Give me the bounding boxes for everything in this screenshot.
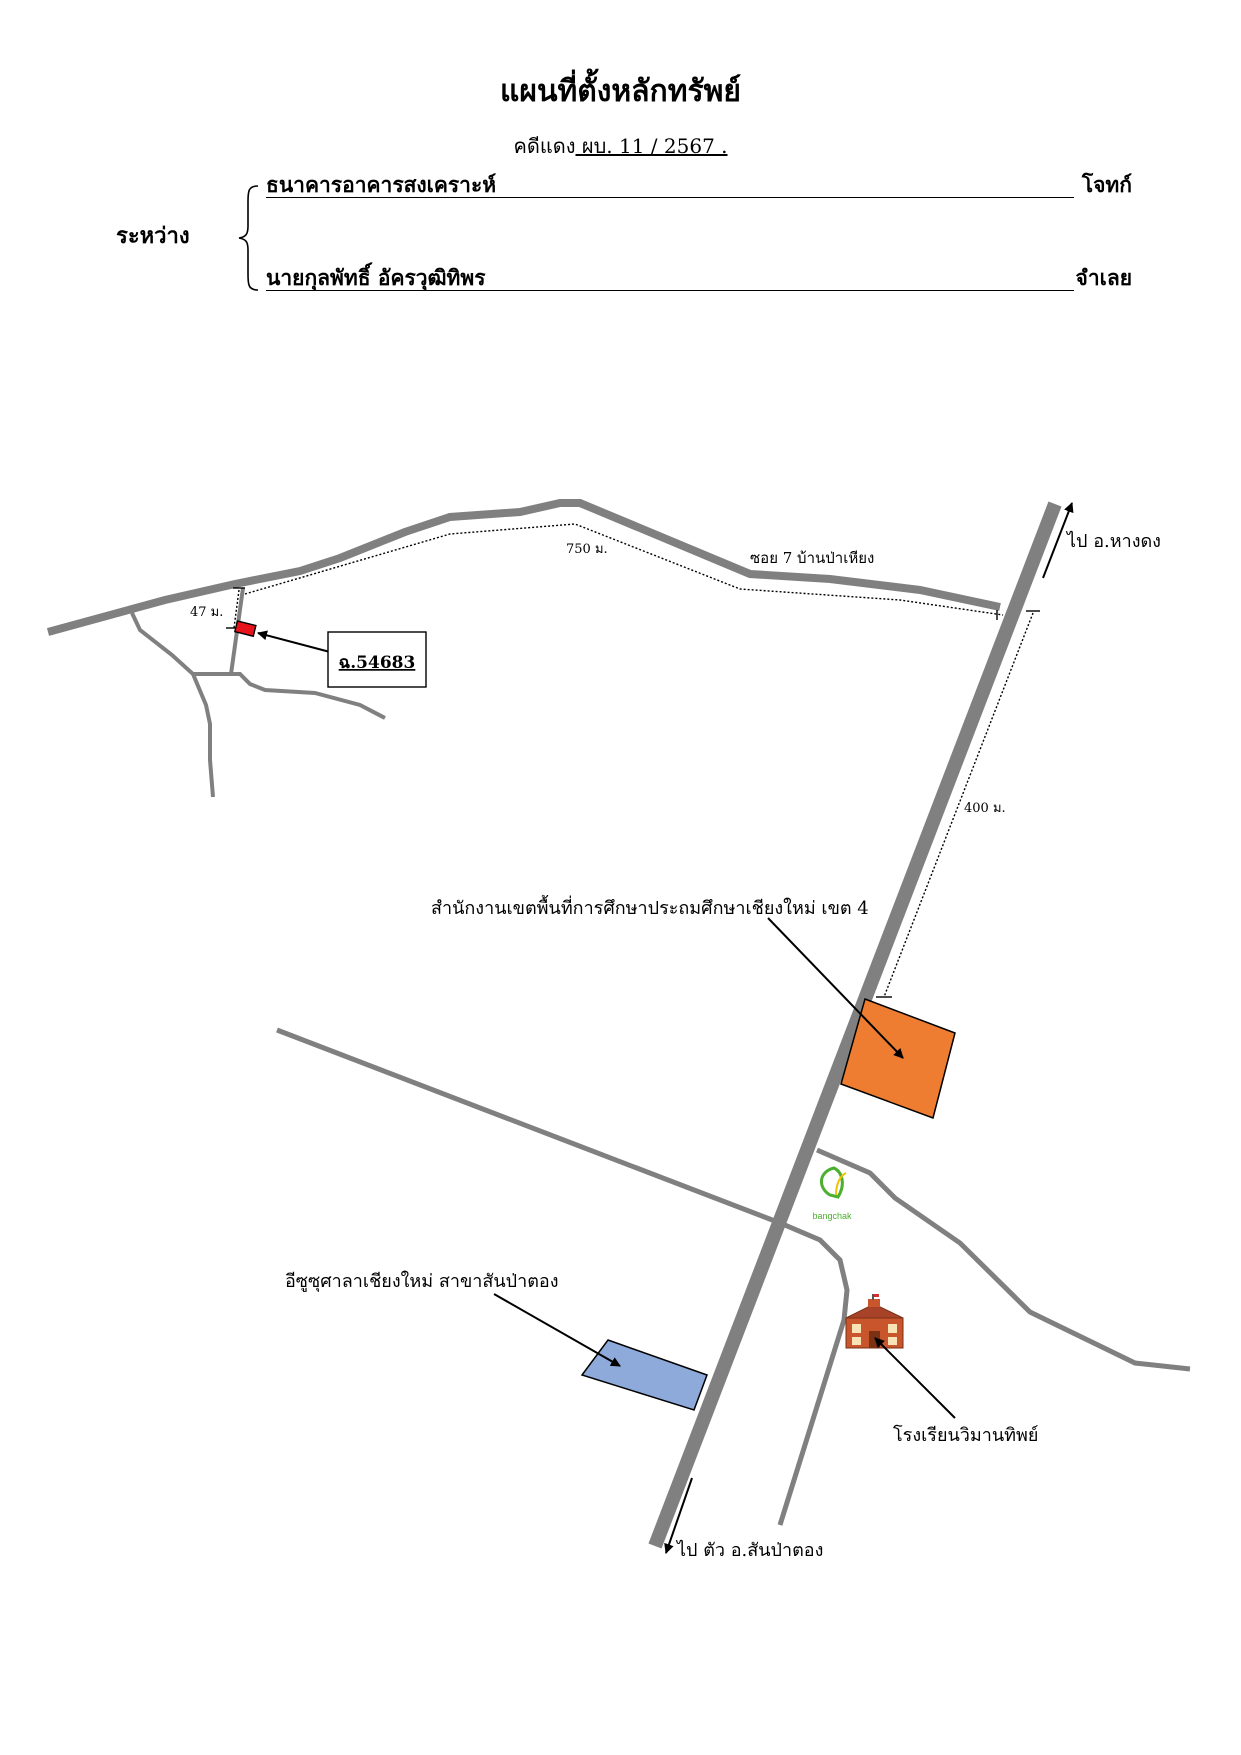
plaintiff-role: โจทก์ — [1081, 172, 1132, 197]
school-arrow — [874, 1337, 956, 1419]
label-47m: 47 ม. — [190, 605, 223, 620]
education-office-arrow — [767, 917, 904, 1059]
road-cross-west — [276, 1027, 850, 1526]
plaintiff-name: ธนาคารอาคารสงเคราะห์ — [266, 172, 497, 197]
bangchak-logo-icon: bangchak — [812, 1166, 852, 1221]
school-label: โรงเรียนวิมานทิพย์ — [893, 1424, 1038, 1446]
page-title: แผนที่ตั้งหลักทรัพย์ — [500, 74, 741, 109]
label-750m: 750 ม. — [566, 542, 608, 557]
deed-arrow — [257, 630, 331, 653]
deed-number: ฉ.54683 — [339, 653, 416, 673]
defendant-name: นายกุลพัทธิ์ อัครวุฒิทิพร — [266, 265, 486, 290]
arrow-to-sanpatong — [664, 1477, 693, 1554]
case-line: คดีแดง ผบ. 11 / 2567 . — [0, 130, 1241, 162]
between-label: ระหว่าง — [116, 223, 190, 249]
isuzu-label: อีซูซุศาลาเชียงใหม่ สาขาสันป่าตอง — [285, 1270, 558, 1292]
case-label: คดีแดง — [513, 134, 576, 158]
road-soi7 — [46, 499, 1001, 636]
road-side-left — [130, 612, 215, 798]
isuzu-arrow — [493, 1293, 621, 1367]
property-marker — [233, 620, 257, 638]
label-soi7: ซอย 7 บ้านป่าเหียง — [750, 549, 874, 567]
bangchak-text: bangchak — [812, 1211, 852, 1221]
label-400m: 400 ม. — [964, 801, 1006, 816]
defendant-role: จำเลย — [1075, 265, 1132, 290]
distance-line-400 — [883, 612, 1034, 998]
road-side-lane — [193, 672, 386, 720]
deed-box — [327, 631, 427, 688]
distance-line-750 — [244, 523, 1004, 616]
road-cross-east — [816, 1147, 1191, 1372]
school-building-icon — [845, 1294, 904, 1349]
arrow-to-hangdong — [1042, 502, 1074, 579]
plaintiff-line: ธนาคารอาคารสงเคราะห์ โจทก์ — [266, 172, 1132, 198]
road-highway — [648, 501, 1062, 1549]
education-office-label: สำนักงานเขตพื้นที่การศึกษาประถมศึกษาเชีย… — [431, 895, 869, 919]
label-to-hangdong: ไป อ.หางดง — [1065, 530, 1161, 552]
defendant-line: นายกุลพัทธิ์ อัครวุฒิทิพร จำเลย — [266, 265, 1132, 291]
label-to-sanpatong: ไป ตัว อ.สันป่าตอง — [675, 1539, 823, 1561]
brace — [238, 185, 259, 291]
case-number: ผบ. 11 / 2567 . — [575, 134, 728, 158]
isuzu-building — [580, 1339, 708, 1411]
